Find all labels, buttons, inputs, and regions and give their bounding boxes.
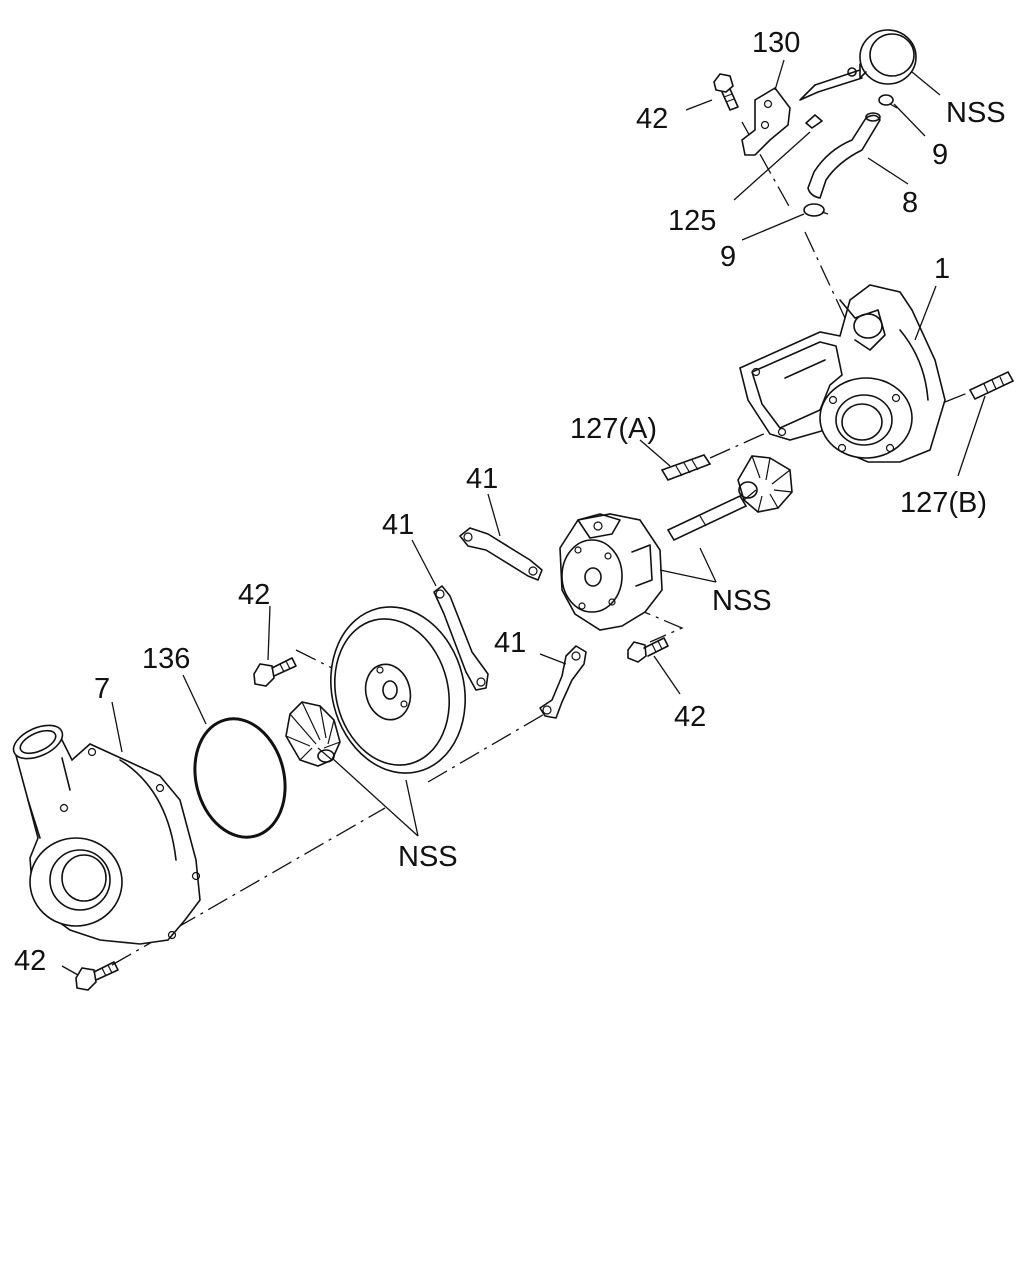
compressor-back-plate — [330, 606, 466, 774]
actuator-hose — [807, 112, 881, 199]
assembly-centerlines — [111, 121, 971, 966]
callout-nss-low: NSS — [398, 841, 458, 873]
callout-42-right: 42 — [674, 701, 706, 733]
callout-1: 1 — [934, 253, 950, 285]
back-plate-bolt — [253, 657, 297, 687]
callout-42-bottom: 42 — [14, 945, 46, 977]
callout-nss-mid: NSS — [712, 585, 772, 617]
callout-9-mid: 9 — [720, 241, 736, 273]
center-bolt-right — [627, 637, 669, 663]
callout-nss-top: NSS — [946, 97, 1006, 129]
o-ring — [193, 717, 287, 839]
callout-7: 7 — [94, 673, 110, 705]
compressor-housing-bolt — [75, 961, 119, 991]
callout-42-left: 42 — [238, 579, 270, 611]
callout-130: 130 — [752, 27, 800, 59]
turbine-housing — [739, 284, 946, 463]
callout-127b: 127(B) — [900, 487, 987, 519]
leader-lines — [61, 59, 986, 976]
callout-41-low: 41 — [494, 627, 526, 659]
stud-a — [660, 454, 712, 481]
stud-b — [968, 370, 1015, 401]
callout-9-top: 9 — [932, 139, 948, 171]
gasket-upper — [459, 527, 543, 581]
gasket-lower — [539, 645, 587, 719]
center-housing — [559, 513, 663, 631]
compressor-housing — [12, 724, 201, 945]
callout-labels: 130 42 NSS 9 8 125 9 1 127(A) 127(B) 41 … — [14, 27, 1006, 977]
callout-41-top: 41 — [466, 463, 498, 495]
callout-125: 125 — [668, 205, 716, 237]
retaining-clip — [805, 114, 823, 129]
turbine-shaft-wheel — [666, 455, 793, 542]
wastegate-actuator — [799, 29, 917, 101]
hose-clamp-top — [878, 94, 898, 109]
callout-8: 8 — [902, 187, 918, 219]
callout-41-mid: 41 — [382, 509, 414, 541]
actuator-bracket — [741, 86, 791, 156]
bracket-bolt — [713, 73, 739, 111]
gasket-middle — [433, 585, 489, 691]
callout-136: 136 — [142, 643, 190, 675]
hose-clamp-mid — [803, 203, 829, 217]
callout-42-top: 42 — [636, 103, 668, 135]
compressor-wheel — [285, 701, 341, 767]
callout-127a: 127(A) — [570, 413, 657, 445]
